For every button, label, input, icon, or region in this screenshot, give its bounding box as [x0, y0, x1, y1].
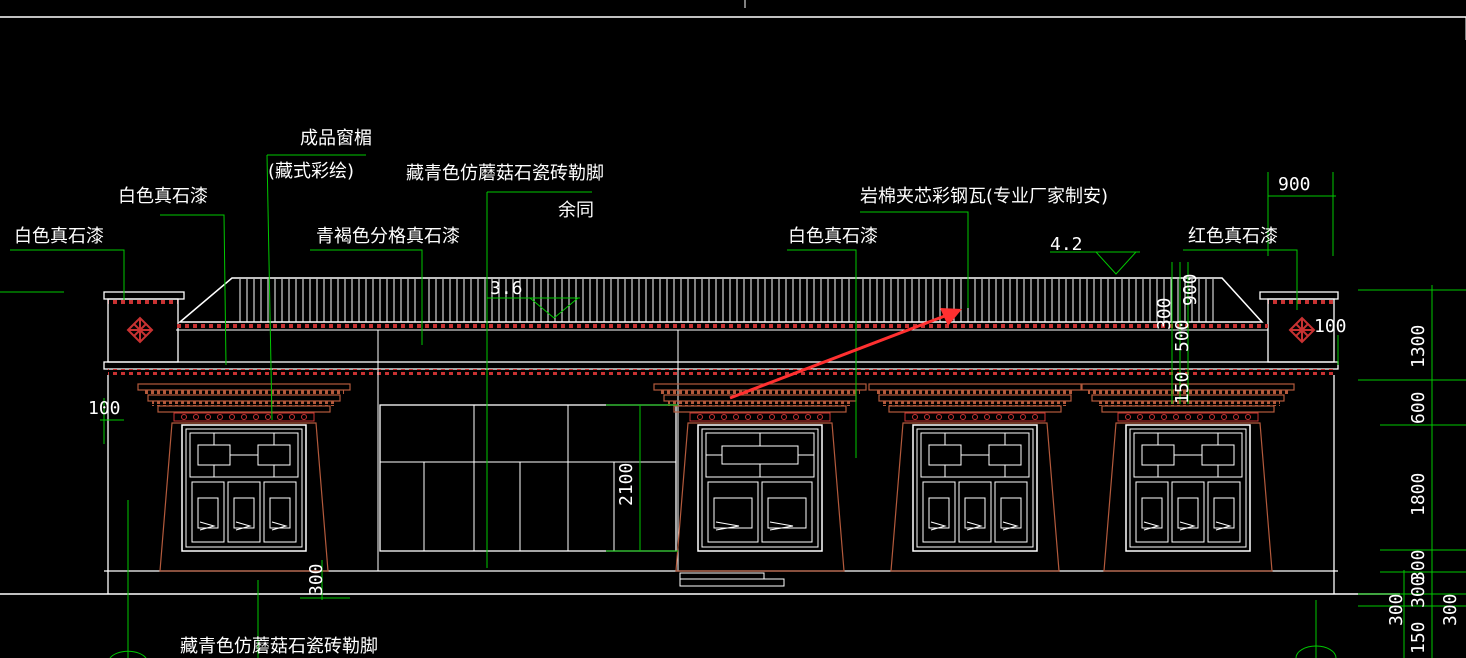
roof-panel [177, 277, 1264, 323]
window-1 [137, 383, 351, 572]
leader-lines [0, 154, 1466, 658]
cornice [103, 361, 1339, 370]
dim-v-300b: 300 [1408, 575, 1429, 608]
dim-slope-3-6: 3.6 [490, 278, 523, 299]
dim-stack-500: 500 [1172, 319, 1193, 352]
dim-stack-900: 900 [1180, 273, 1201, 306]
dim-300-bottom: 300 [306, 563, 327, 596]
dim-v-300d: 300 [1440, 593, 1461, 626]
label-window-head-sub: (藏式彩绘) [268, 161, 355, 182]
dim-stack-150: 150 [1172, 371, 1193, 404]
label-window-head: 成品窗楣 [300, 128, 372, 149]
dim-100-left: 100 [88, 398, 121, 419]
dim-900: 900 [1278, 174, 1311, 195]
dim-100-right: 100 [1314, 316, 1347, 337]
window-2 [653, 383, 867, 572]
entrance-steps [679, 572, 785, 587]
label-plinth-top: 藏青色仿蘑菇石瓷砖勒脚 [406, 163, 604, 184]
label-plinth-bottom: 藏青色仿蘑菇石瓷砖勒脚 [180, 636, 378, 657]
entrance-door [379, 404, 677, 552]
dim-2100: 2100 [616, 462, 637, 506]
dim-v-1800: 1800 [1408, 472, 1429, 516]
dim-v-1300: 1300 [1408, 324, 1429, 368]
label-red-stone: 红色真石漆 [1188, 226, 1278, 247]
eave-crenel-band [176, 322, 1268, 330]
label-white-stone-left: 白色真石漆 [14, 226, 104, 247]
knot-ornament-right [1288, 316, 1316, 344]
label-white-stone-top: 白色真石漆 [118, 186, 208, 207]
label-same-rest: 余同 [558, 200, 594, 221]
cornice-crenel [108, 369, 1334, 375]
roof-slope-left [179, 277, 233, 323]
knot-ornament-left [126, 316, 154, 344]
window-3 [868, 383, 1082, 572]
roof-slope-right [1221, 277, 1263, 323]
dim-slope-4-2: 4.2 [1050, 234, 1083, 255]
label-brown-grid-stone: 青褐色分格真石漆 [316, 226, 460, 247]
dim-v-300c: 300 [1386, 593, 1407, 626]
dim-v-150: 150 [1408, 621, 1429, 654]
label-white-stone-mid: 白色真石漆 [788, 226, 878, 247]
window-4 [1081, 383, 1295, 572]
annotation-arrow [729, 308, 962, 400]
dim-v-600: 600 [1408, 391, 1429, 424]
label-roof-panel: 岩棉夹芯彩钢瓦(专业厂家制安) [860, 186, 1109, 207]
